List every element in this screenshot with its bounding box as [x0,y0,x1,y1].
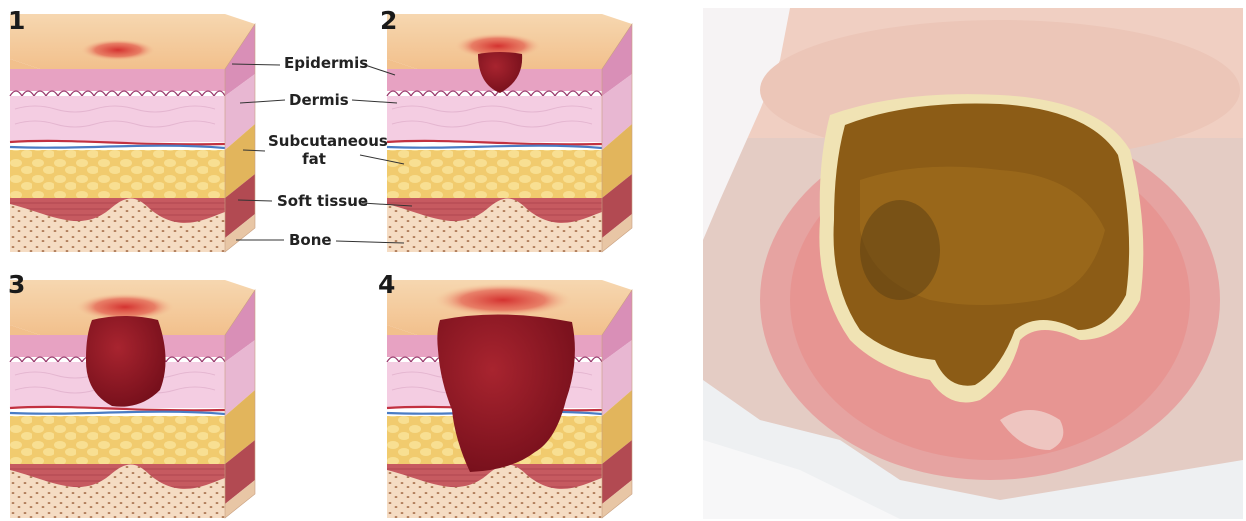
stage-number-3: 3 [8,272,25,297]
stage-3-diagram [10,280,255,518]
stage-1-diagram [10,14,255,252]
stage-3-wound [86,316,166,407]
label-subcutaneous-fat: Subcutaneous fat [268,132,360,168]
label-dermis: Dermis [289,91,349,109]
wound-photograph [703,8,1243,519]
label-epidermis: Epidermis [284,54,368,72]
stage-4-diagram [387,280,632,518]
label-bone: Bone [289,231,332,249]
stage-number-2: 2 [380,8,397,33]
stage-number-4: 4 [378,272,395,297]
redness-spot [80,39,156,61]
stage-2-diagram [387,14,632,252]
label-soft-tissue: Soft tissue [277,192,368,210]
label-subcutaneous-line1: Subcutaneous [268,132,360,150]
stage-number-1: 1 [8,8,25,33]
label-subcutaneous-line2: fat [268,150,360,168]
